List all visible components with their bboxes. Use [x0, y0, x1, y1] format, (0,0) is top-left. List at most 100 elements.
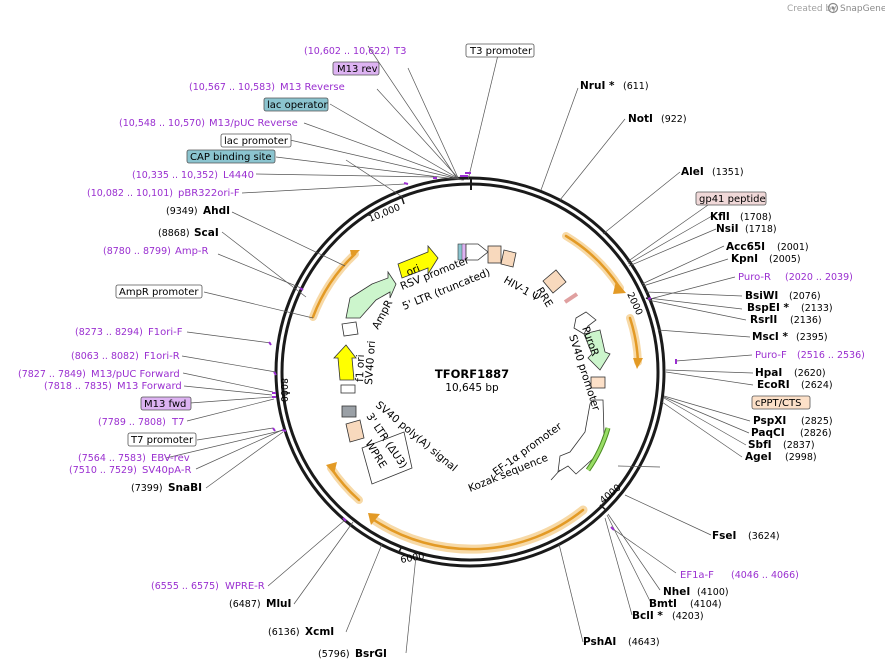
site-name: HpaI [755, 367, 782, 379]
tick-label: 8000 [278, 378, 289, 402]
primer-pos: (7818 .. 7835) [44, 381, 112, 392]
primer-name: EF1a-F [680, 570, 714, 581]
site-name: AleI [681, 166, 704, 178]
site-name: BsrGI [355, 648, 387, 660]
ltr3-shape [345, 419, 365, 443]
site-pos: (1351) [712, 167, 744, 178]
site-pos: (9349) [166, 206, 198, 217]
primer-pos: (10,082 .. 10,101) [87, 188, 173, 199]
primer-pos: (8780 .. 8799) [103, 246, 171, 257]
primer-pos: (7827 .. 7849) [18, 369, 86, 380]
orf-arrowhead [633, 358, 643, 369]
primer-pos: (8063 .. 8082) [71, 351, 139, 362]
site-pos: (3624) [748, 531, 780, 542]
site-pos: (5796) [318, 649, 350, 660]
primer-name: M13 Reverse [280, 82, 345, 93]
credit-brand: SnapGene [840, 4, 885, 14]
site-name: SbfI [748, 439, 772, 451]
sv40-ori-shape [340, 384, 356, 394]
site-pos: (2826) [800, 428, 832, 439]
site-pos: (4100) [697, 587, 729, 598]
primer-pos: (10,335 .. 10,352) [132, 170, 218, 181]
boxed-label: lac promoter [224, 136, 289, 147]
site-pos: (611) [623, 81, 649, 92]
boxed-label: T3 promoter [469, 46, 533, 57]
puror-promoter-shape [573, 311, 597, 335]
site-name: SnaBI [168, 482, 202, 494]
primer-pos: (8273 .. 8294) [75, 327, 143, 338]
primer-name: pBR322ori-F [178, 188, 240, 199]
puror-shape [583, 329, 611, 371]
orf-arrowhead [368, 513, 380, 525]
ltr5-shape [487, 245, 502, 264]
primer-pos: (4046 .. 4066) [731, 570, 799, 581]
site-pos: (2005) [769, 254, 801, 265]
tick-label: 6000 [400, 551, 426, 566]
primer-name: T3 [393, 46, 406, 57]
site-name: Acc65I [726, 241, 765, 253]
site-name: BmtI [649, 598, 677, 610]
primer-name: L4440 [223, 170, 254, 181]
polya-shape [341, 405, 357, 418]
boxed-label: M13 fwd [144, 399, 186, 410]
primer-name: SV40pA-R [142, 465, 191, 476]
site-name: PaqCI [751, 427, 785, 439]
primer-name: M13/pUC Reverse [209, 118, 298, 129]
primer-name: F1ori-R [144, 351, 180, 362]
boxed-label: CAP binding site [190, 152, 272, 163]
orf-arrowhead [350, 250, 360, 258]
site-pos: (4643) [628, 637, 660, 648]
primer-marks [268, 172, 677, 531]
primer-pos: (2516 .. 2536) [797, 350, 865, 361]
site-pos: (2133) [801, 303, 833, 314]
site-name: ScaI [194, 227, 219, 239]
site-pos: (2136) [790, 315, 822, 326]
site-name: NsiI [716, 223, 739, 235]
primer-name: T7 [171, 417, 184, 428]
boxed-label: AmpR promoter [119, 287, 199, 298]
site-pos: (2998) [785, 452, 817, 463]
boxed-label: cPPT/CTS [755, 398, 801, 409]
site-pos: (1708) [740, 212, 772, 223]
site-pos: (2837) [783, 440, 815, 451]
ef1a-shape [557, 399, 605, 475]
orf-arrowheads [326, 250, 643, 525]
primer-pos: (2020 .. 2039) [785, 272, 853, 283]
site-pos: (922) [661, 114, 687, 125]
site-pos: (4203) [672, 611, 704, 622]
site-name: PshAI [583, 636, 616, 648]
primer-labels: (10,602 .. 10,622) T3 (10,567 .. 10,583)… [18, 46, 865, 592]
site-name: BspEI * [747, 302, 790, 314]
site-name: AhdI [203, 205, 230, 217]
site-name: NotI [628, 113, 653, 125]
primer-pos: (6555 .. 6575) [151, 581, 219, 592]
site-pos: (2825) [801, 416, 833, 427]
credit-prefix: Created by [787, 4, 837, 14]
boxed-label: lac operator [267, 100, 328, 111]
primer-name: Amp-R [175, 246, 209, 257]
site-pos: (8868) [158, 228, 190, 239]
plasmid-name: TFORF1887 [435, 367, 509, 381]
boxed-label: T7 promoter [130, 435, 194, 446]
f1-ori-shape [333, 344, 357, 381]
site-name: FseI [712, 530, 736, 542]
orf-arrowhead [326, 462, 337, 474]
orf-arrowhead [613, 281, 626, 294]
primer-pos: (10,602 .. 10,622) [304, 46, 390, 57]
boxed-labels: T3 promoter M13 rev lac operator lac pro… [115, 43, 811, 447]
site-pos: (2620) [794, 368, 826, 379]
site-name: BclI * [632, 610, 663, 622]
primer-name: Puro-F [755, 350, 787, 361]
site-name: PspXI [753, 415, 786, 427]
ampr-promoter-shape [341, 321, 359, 337]
site-pos: (2624) [801, 380, 833, 391]
primer-name: M13 Forward [117, 381, 182, 392]
ampr-shape [345, 270, 397, 319]
primer-name: Puro-R [738, 272, 771, 283]
cppt-shape [590, 376, 606, 389]
primer-pos: (7564 .. 7583) [78, 453, 146, 464]
primer-name: EBV-rev [151, 453, 190, 464]
site-name: NruI * [580, 80, 615, 92]
site-pos: (7399) [131, 483, 163, 494]
site-pos: (2001) [777, 242, 809, 253]
